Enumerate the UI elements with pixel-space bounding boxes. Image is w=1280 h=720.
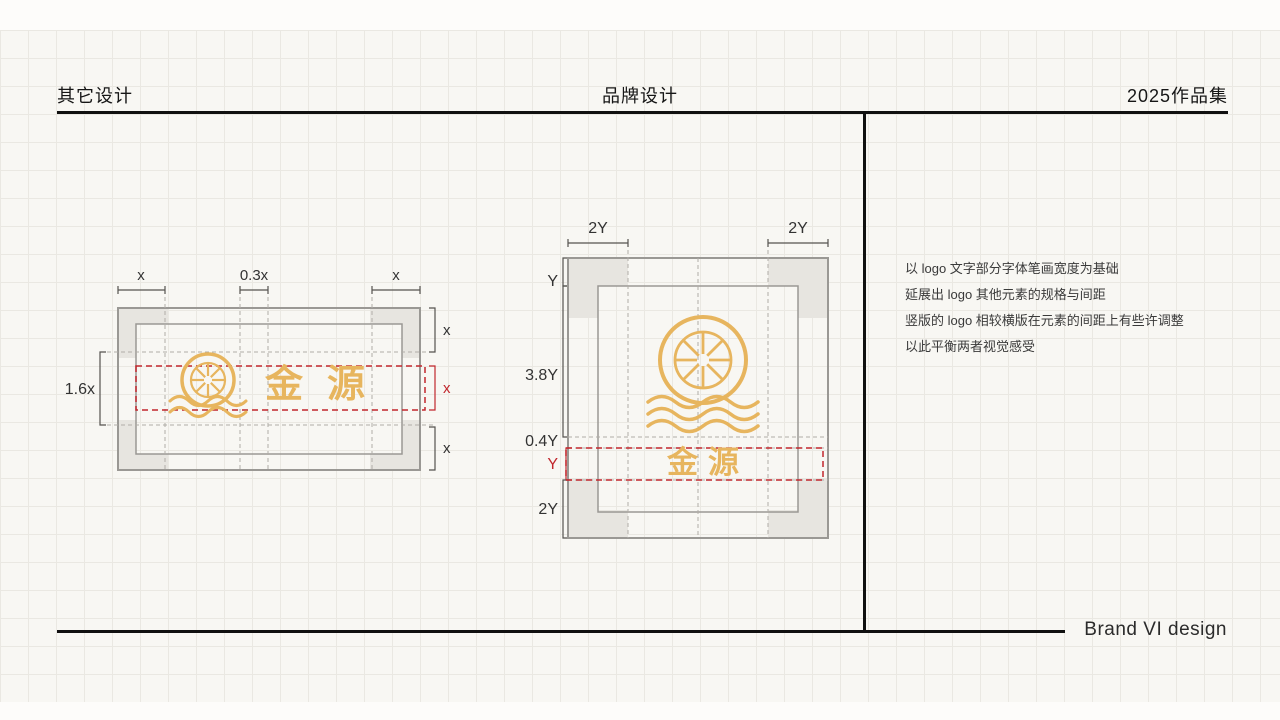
measure-bracket-left-y bbox=[562, 257, 567, 287]
logo-waves-icon bbox=[646, 394, 760, 434]
citrus-logo-icon bbox=[180, 352, 236, 408]
measure-bracket-left-38y bbox=[562, 285, 567, 438]
text-row-highlight bbox=[135, 365, 426, 411]
measure-bracket-top-2 bbox=[239, 286, 269, 294]
measure-label-16x: 1.6x bbox=[65, 381, 95, 398]
measure-label-2y-top-left: 2Y bbox=[588, 220, 608, 237]
logo-waves-icon bbox=[168, 395, 248, 418]
horizontal-logo-spec-diagram: x 0.3x x 1.6x x x x 金源 bbox=[65, 267, 451, 471]
spec-note-line: 以此平衡两者视觉感受 bbox=[905, 339, 1036, 354]
spec-note-line: 竖版的 logo 相较横版在元素的间距上有些许调整 bbox=[905, 313, 1184, 328]
citrus-logo-icon bbox=[658, 315, 748, 405]
measure-bracket-top-left bbox=[567, 239, 629, 247]
measure-label-2y-bottom: 2Y bbox=[538, 501, 558, 518]
vertical-divider-rule bbox=[863, 111, 866, 633]
measure-label-x-right-top: x bbox=[443, 322, 451, 339]
corner-block-bottom-right bbox=[370, 420, 420, 470]
header-left-label: 其它设计 bbox=[57, 86, 133, 106]
measure-label-03x: 0.3x bbox=[240, 267, 269, 284]
measure-bracket-top-1 bbox=[117, 286, 166, 294]
spec-note-line: 以 logo 文字部分字体笔画宽度为基础 bbox=[905, 261, 1119, 276]
corner-block-top-right bbox=[370, 308, 420, 358]
clearspace-outer-frame bbox=[117, 307, 421, 471]
measure-label-x-top-right: x bbox=[392, 267, 400, 284]
measure-label-04y: 0.4Y bbox=[525, 433, 558, 450]
measure-bracket-top-right bbox=[767, 239, 829, 247]
header-right-label: 2025作品集 bbox=[1126, 86, 1228, 106]
vertical-logo-spec-diagram: 2Y 2Y Y 3.8Y 0.4Y Y 2Y 金源 bbox=[525, 220, 829, 539]
measure-label-x-right-middle: x bbox=[443, 380, 451, 397]
measure-label-y-top: Y bbox=[547, 273, 558, 290]
measure-bracket-right-bottom bbox=[429, 426, 436, 471]
measure-label-x-right-bottom: x bbox=[443, 440, 451, 457]
grid-paper-background bbox=[0, 30, 1280, 702]
measure-bracket-left bbox=[99, 351, 106, 426]
measure-label-y-red: Y bbox=[547, 456, 558, 473]
footer-brand-label: Brand VI design bbox=[1084, 619, 1227, 640]
header-rule bbox=[57, 111, 1228, 114]
footer-rule bbox=[57, 630, 1065, 633]
measure-bracket-right-middle-red bbox=[429, 365, 436, 411]
logo-wordmark-vertical: 金源 bbox=[666, 445, 749, 480]
measure-bracket-left-2y bbox=[562, 479, 567, 539]
measure-bracket-top-3 bbox=[371, 286, 421, 294]
logo-wordmark-horizontal: 金源 bbox=[264, 363, 389, 406]
spec-note-line: 延展出 logo 其他元素的规格与间距 bbox=[905, 287, 1106, 302]
measure-label-38y: 3.8Y bbox=[525, 367, 558, 384]
measure-label-2y-top-right: 2Y bbox=[788, 220, 808, 237]
measure-label-x-top-left: x bbox=[137, 267, 145, 284]
text-row-highlight bbox=[565, 447, 824, 481]
corner-block-bottom-left bbox=[118, 420, 168, 470]
spec-notes: 以 logo 文字部分字体笔画宽度为基础 延展出 logo 其他元素的规格与间距… bbox=[905, 256, 1215, 360]
corner-block-top-left bbox=[118, 308, 168, 358]
header-center-label: 品牌设计 bbox=[602, 86, 678, 106]
measure-bracket-right-top bbox=[429, 307, 436, 353]
